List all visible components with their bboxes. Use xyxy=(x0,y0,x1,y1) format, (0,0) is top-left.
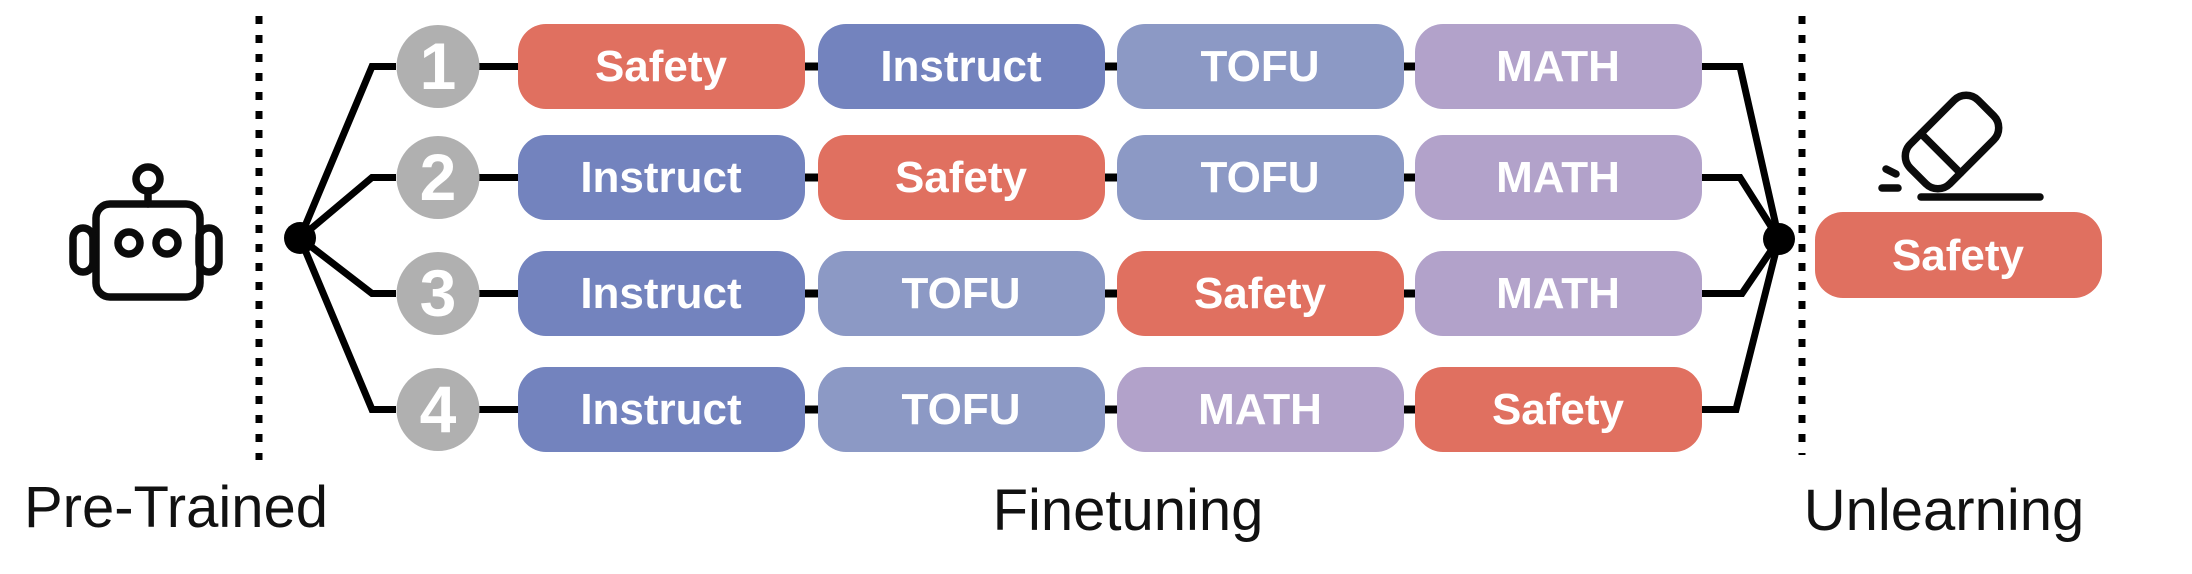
robot-icon xyxy=(69,163,223,301)
pretrained-stage-label: Pre-Trained xyxy=(24,475,328,540)
dataset-pill xyxy=(1815,212,2102,298)
dataset-pill xyxy=(1117,24,1404,109)
dataset-pill xyxy=(518,24,805,109)
branch-wire-row3 xyxy=(297,235,396,297)
dataset-pill-label: Safety xyxy=(1892,231,2025,280)
merge-wire-row4 xyxy=(1702,238,1783,413)
dataset-pill xyxy=(1117,367,1404,452)
merge-wire-row1 xyxy=(1702,63,1783,240)
dataset-pill xyxy=(1117,251,1404,336)
step-circle xyxy=(396,252,480,335)
step-number: 1 xyxy=(420,29,457,103)
dataset-pill-label: Safety xyxy=(895,153,1028,202)
finetune-order-row-4: 4 Instruct TOFU MATH Safety xyxy=(396,367,1702,452)
dataset-pill xyxy=(1415,135,1702,220)
dataset-pill xyxy=(1415,251,1702,336)
dataset-pill xyxy=(518,251,805,336)
dataset-pill xyxy=(1415,24,1702,109)
eraser-icon xyxy=(1878,91,2044,201)
dataset-pill xyxy=(518,135,805,220)
merge-wire-row3 xyxy=(1702,237,1782,297)
dataset-pill xyxy=(818,251,1105,336)
unlearning-stage-label: Unlearning xyxy=(1804,478,2085,543)
unlearning-target: Safety xyxy=(1815,212,2102,298)
branch-wire-row2 xyxy=(297,174,396,241)
dataset-pill-label: Instruct xyxy=(580,385,742,434)
dataset-pill-label: MATH xyxy=(1496,269,1620,318)
step-circle xyxy=(396,25,480,108)
dataset-pill-label: TOFU xyxy=(1201,42,1320,91)
finetune-order-row-3: 3 Instruct TOFU Safety MATH xyxy=(396,251,1702,336)
dataset-pill-label: Instruct xyxy=(580,269,742,318)
finetune-order-row-2: 2 Instruct Safety TOFU MATH xyxy=(396,135,1702,220)
dataset-pill xyxy=(1415,367,1702,452)
dataset-pill xyxy=(818,367,1105,452)
merge-wire-row2 xyxy=(1702,174,1782,241)
step-number: 2 xyxy=(420,140,457,214)
branch-wire-row4 xyxy=(296,236,396,413)
finetune-order-row-1: 1 Safety Instruct TOFU MATH xyxy=(396,24,1702,109)
dataset-pill-label: Safety xyxy=(1492,385,1625,434)
branch-wire-row1 xyxy=(296,63,396,240)
dataset-pill-label: Safety xyxy=(1194,269,1327,318)
dataset-pill-label: Instruct xyxy=(880,42,1042,91)
dataset-pill xyxy=(818,24,1105,109)
dataset-pill-label: MATH xyxy=(1198,385,1322,434)
dataset-pill-label: Safety xyxy=(595,42,728,91)
dataset-pill xyxy=(1117,135,1404,220)
dataset-pill-label: TOFU xyxy=(1201,153,1320,202)
finetuning-stage-label: Finetuning xyxy=(993,478,1264,543)
dataset-pill-label: TOFU xyxy=(902,269,1021,318)
step-circle xyxy=(396,368,480,451)
dataset-pill-label: TOFU xyxy=(902,385,1021,434)
dataset-pill xyxy=(518,367,805,452)
dataset-pill xyxy=(818,135,1105,220)
dataset-pill-label: Instruct xyxy=(580,153,742,202)
dataset-pill-label: MATH xyxy=(1496,153,1620,202)
step-number: 3 xyxy=(420,256,457,330)
step-number: 4 xyxy=(420,372,457,446)
step-circle xyxy=(396,136,480,219)
dataset-pill-label: MATH xyxy=(1496,42,1620,91)
